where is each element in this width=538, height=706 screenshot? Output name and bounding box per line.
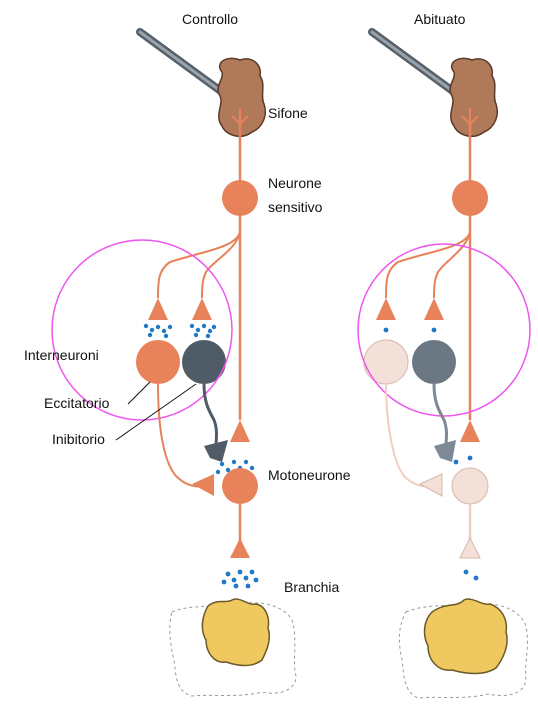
gill-icon [170,599,296,696]
habituated-panel: Abituato [358,11,530,698]
habituated-title: Abituato [414,11,466,27]
gill-label: Branchia [284,579,339,595]
transmitter-dots-interneurons [144,324,216,338]
excitatory-interneuron-habituated [364,340,408,384]
siphon-label: Sifone [268,105,308,121]
sensory-neuron-habituated [452,180,488,216]
sensory-terminal-motor [230,420,250,442]
inhibitory-label: Inibitorio [52,431,105,447]
excitatory-label: Eccitatorio [44,395,110,411]
siphon-icon-habituated [450,58,497,136]
excitatory-interneuron [136,340,180,384]
interneurons-label: Interneuroni [24,347,99,363]
motor-neuron [222,468,258,504]
motor-neuron-habituated [452,468,488,504]
sensory-neuron-label-2: sensitivo [268,199,323,215]
excitatory-terminal-motor [192,474,214,496]
inhibitory-terminal [192,298,212,320]
gill-icon-habituated [399,599,527,698]
probe-icon [140,32,222,92]
sensory-neuron [222,180,258,216]
control-title: Controllo [182,11,238,27]
inhibitory-interneuron-habituated [412,340,456,384]
motor-neuron-label: Motoneurone [268,467,351,483]
siphon-icon [218,58,265,136]
inhibitory-interneuron [182,340,226,384]
control-panel: Controllo Sifone Neurone sensitivo [24,11,351,696]
transmitter-dots-gill [222,570,259,589]
probe-icon-habituated [372,32,454,92]
motor-terminal [230,538,250,558]
inhibitory-terminal-motor [204,440,228,462]
sensory-neuron-label-1: Neurone [268,175,322,191]
excitatory-terminal [148,298,168,320]
